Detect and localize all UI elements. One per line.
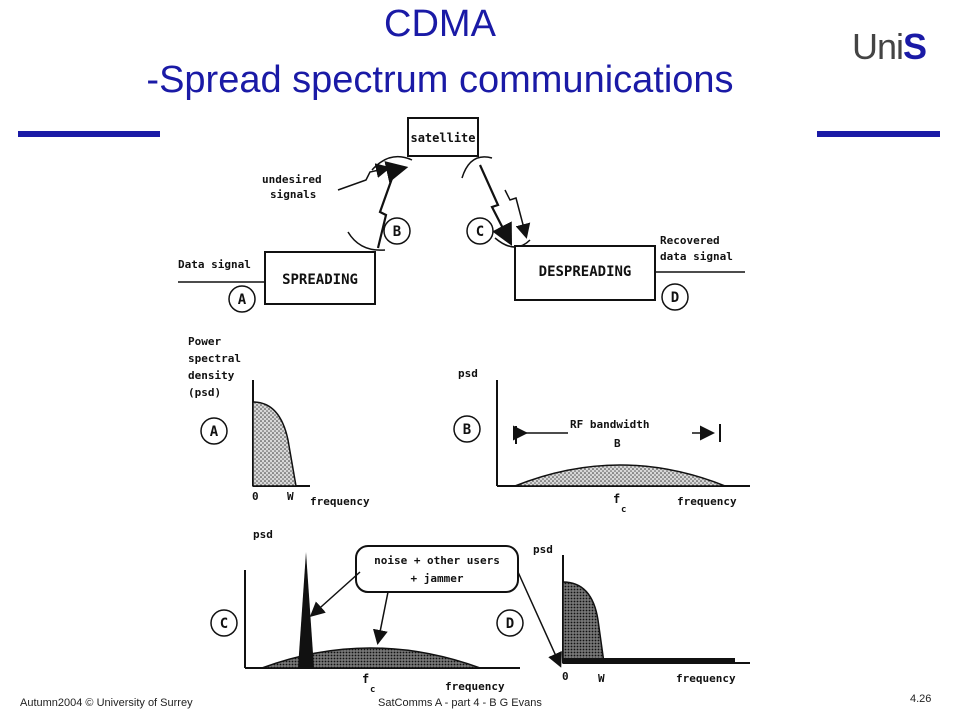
marker-a-plot: A — [200, 417, 228, 445]
uplink-antenna — [347, 231, 386, 251]
footer-page-number: 4.26 — [910, 693, 932, 705]
plot-c-jammer-spike — [298, 552, 314, 668]
plot-b-rf-label: RF bandwidth — [570, 418, 649, 431]
plot-b-psd: psd — [458, 367, 478, 380]
psd-long-label-3: density — [188, 369, 235, 382]
svg-text:D: D — [506, 616, 514, 632]
plot-b-fc-sub: c — [621, 505, 626, 515]
svg-text:C: C — [476, 224, 484, 240]
plot-d-zero: 0 — [562, 670, 569, 683]
downlink-arrow-2 — [504, 189, 531, 239]
marker-d-top: D — [661, 283, 689, 311]
plot-c: psd noise + other users + jammer f c fre… — [210, 528, 562, 695]
plot-c-psd: psd — [253, 528, 273, 541]
satellite-label: satellite — [410, 131, 475, 145]
recovered-label-2: data signal — [660, 250, 733, 263]
uplink-arrow — [376, 161, 409, 249]
despreading-label: DESPREADING — [539, 264, 632, 280]
svg-text:C: C — [220, 616, 228, 632]
marker-b-plot: B — [453, 415, 481, 443]
title-rule-left — [18, 131, 160, 137]
plot-d-psd: psd — [533, 543, 553, 556]
downlink-antenna — [494, 237, 531, 248]
spreading-label: SPREADING — [282, 272, 358, 288]
svg-text:B: B — [463, 422, 471, 438]
plot-c-fc-sub: c — [370, 685, 375, 695]
plot-b-label-bg — [568, 418, 692, 434]
plot-a-frequency: frequency — [310, 495, 370, 508]
plot-d-frequency: frequency — [676, 672, 736, 685]
svg-text:A: A — [238, 292, 247, 308]
noise-arrow-spike — [309, 571, 361, 618]
svg-text:A: A — [210, 424, 219, 440]
plot-b-fc: f — [613, 492, 620, 506]
noise-arrow-d — [517, 571, 562, 668]
plot-b-b-label: B — [614, 437, 621, 450]
psd-long-label-4: (psd) — [188, 386, 221, 399]
noise-arrow-spread — [372, 591, 389, 645]
footer-copyright: Autumn2004 © University of Surrey — [20, 697, 193, 709]
noise-callout: noise + other users + jammer — [355, 545, 519, 593]
psd-long-label-1: Power — [188, 335, 221, 348]
undesired-label-2: signals — [270, 188, 316, 201]
university-logo: UniS — [852, 26, 927, 68]
plot-c-spread-spectrum — [261, 647, 481, 669]
plot-c-frequency: frequency — [445, 680, 505, 693]
downlink-arrow — [478, 164, 513, 246]
logo-text-s: S — [903, 26, 927, 67]
title-rule-right — [817, 131, 940, 137]
data-signal-label: Data signal — [178, 258, 251, 271]
despreading-box: DESPREADING — [514, 245, 656, 301]
plot-d-noise-floor — [563, 658, 735, 663]
plot-a-zero: 0 — [252, 490, 259, 503]
plot-b-frequency: frequency — [677, 495, 737, 508]
marker-a-top: A — [228, 285, 256, 313]
marker-c-top: C — [466, 217, 494, 245]
noise-label-1: noise + other users — [374, 554, 500, 567]
noise-label-2: + jammer — [411, 572, 464, 585]
plot-c-fc: f — [362, 672, 369, 686]
slide-title-line2: -Spread spectrum communications — [146, 59, 734, 101]
undesired-signal-arrow — [337, 163, 391, 191]
footer-course: SatComms A - part 4 - B G Evans — [378, 697, 542, 709]
psd-long-label-2: spectral — [188, 352, 241, 365]
plot-d-w: W — [598, 672, 605, 685]
undesired-label-1: undesired — [262, 173, 322, 186]
recovered-label-1: Recovered — [660, 234, 720, 247]
marker-d-plot: D — [496, 609, 524, 637]
plot-a-w: W — [287, 490, 294, 503]
satellite-box: satellite — [407, 117, 479, 157]
svg-text:B: B — [393, 224, 401, 240]
plot-d-recovered-spectrum — [562, 581, 605, 664]
satellite-antenna-right — [461, 156, 493, 179]
svg-text:D: D — [671, 290, 679, 306]
spreading-box: SPREADING — [264, 251, 376, 305]
logo-text-uni: Uni — [852, 26, 904, 67]
plot-b-spectrum — [514, 464, 726, 487]
plot-b: psd RF bandwidth B f c frequency B — [453, 367, 750, 515]
satellite-antenna-left — [371, 155, 413, 171]
plot-a: Power spectral density (psd) 0 W frequen… — [188, 335, 370, 508]
marker-b-top: B — [383, 217, 411, 245]
marker-c-plot: C — [210, 609, 238, 637]
slide-title-line1: CDMA — [384, 3, 496, 45]
plot-a-spectrum — [252, 401, 297, 487]
plot-d: psd 0 W frequency D — [496, 543, 750, 685]
